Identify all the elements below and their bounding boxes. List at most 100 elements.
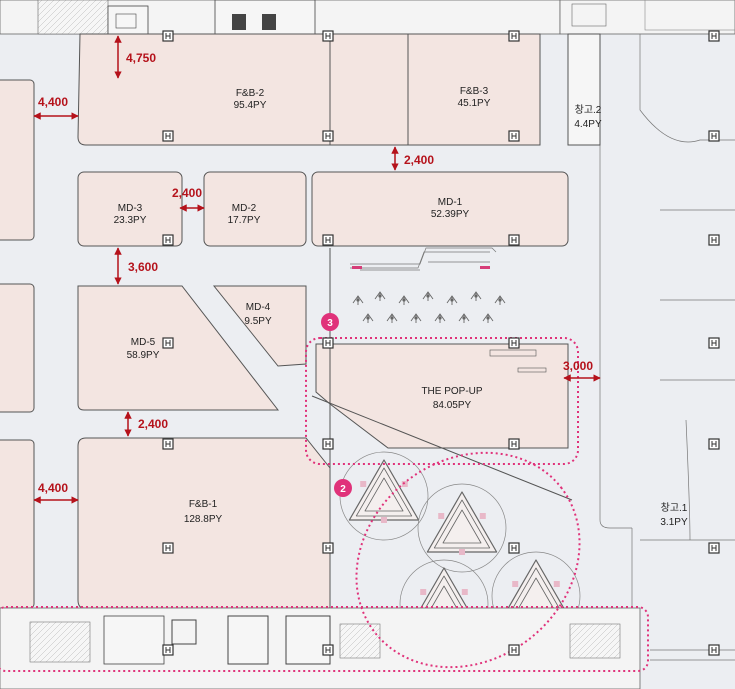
column-mark-glyph	[711, 133, 717, 139]
badge-popup-zone: 3	[321, 313, 339, 331]
dimension-markers: 4,750 4,400 2,400 2,400 3,600 3,000 2,40…	[33, 35, 601, 504]
seat-dot	[378, 294, 382, 298]
unit-fb2[interactable]: F&B-2 95.4PY	[77, 33, 331, 146]
unit-fb2-extension	[329, 33, 409, 146]
top-service-area	[0, 0, 735, 35]
dim-3600: 3,600	[128, 260, 158, 274]
seat-dot	[462, 316, 466, 320]
unit-storage1-area: 3.1PY	[660, 517, 688, 528]
seat-dot	[450, 298, 454, 302]
left-units	[0, 79, 35, 609]
unit-fb3[interactable]: F&B-3 45.1PY	[407, 33, 541, 146]
unit-md3-name: MD-3	[118, 203, 143, 214]
unit-fb1[interactable]: F&B-1 128.8PY	[77, 437, 331, 609]
unit-md1-area: 52.39PY	[431, 209, 470, 220]
kiosk-outline	[417, 483, 507, 573]
dim-4400-low: 4,400	[38, 481, 68, 495]
kiosk-ring	[442, 509, 482, 544]
column-mark-glyph	[711, 340, 717, 346]
seat-dot	[390, 316, 394, 320]
column-mark-glyph	[325, 237, 331, 243]
right-corridor	[599, 34, 735, 689]
column-mark-glyph	[711, 545, 717, 551]
kiosk-panel	[438, 513, 445, 519]
unit-md2-name: MD-2	[232, 203, 257, 214]
seat-dot	[402, 298, 406, 302]
unit-md4-area: 9.5PY	[244, 316, 272, 327]
seat-dot	[486, 316, 490, 320]
column-mark-glyph	[325, 545, 331, 551]
unit-md5-name: MD-5	[131, 337, 156, 348]
column-mark-glyph	[165, 340, 171, 346]
kiosk-panel	[512, 581, 519, 587]
column-mark-glyph	[511, 340, 517, 346]
unit-popup[interactable]: THE POP-UP 84.05PY	[315, 343, 569, 449]
column-mark-glyph	[165, 237, 171, 243]
unit-storage1-name: 창고.1	[661, 502, 688, 514]
kiosk-panel	[459, 549, 465, 555]
column-mark-glyph	[511, 647, 517, 653]
unit-md2-area: 17.7PY	[228, 215, 261, 226]
column-mark-glyph	[511, 237, 517, 243]
unit-fb1-name: F&B-1	[189, 499, 218, 510]
column-mark-glyph	[711, 441, 717, 447]
kiosk-panel	[420, 589, 427, 595]
column-mark-glyph	[511, 441, 517, 447]
column-mark-glyph	[165, 133, 171, 139]
column-mark-glyph	[711, 647, 717, 653]
kiosk-panel	[401, 481, 408, 487]
dim-4400-top: 4,400	[38, 95, 68, 109]
unit-storage2-name: 창고.2	[575, 104, 602, 116]
column-mark-glyph	[325, 647, 331, 653]
kiosk-panel	[479, 513, 486, 519]
column-mark-glyph	[325, 133, 331, 139]
dim-2400-low: 2,400	[138, 417, 168, 431]
structural-columns	[162, 30, 720, 656]
unit-popup-name: THE POP-UP	[421, 386, 482, 397]
unit-md2[interactable]: MD-2 17.7PY	[203, 171, 307, 247]
column-mark-glyph	[165, 33, 171, 39]
unit-fb3-name: F&B-3	[460, 86, 489, 97]
unit-md3[interactable]: MD-3 23.3PY	[77, 171, 183, 247]
diagonal-wall	[311, 395, 573, 501]
column-mark-glyph	[711, 33, 717, 39]
seat-dot	[356, 298, 360, 302]
seat-dot	[426, 294, 430, 298]
seating-cluster	[352, 291, 506, 323]
highlight-zones	[0, 337, 649, 672]
bottom-service-area	[0, 607, 735, 689]
escalator	[350, 247, 497, 271]
unit-storage2-area: 4.4PY	[574, 119, 602, 130]
badge-kiosk-zone: 2	[334, 479, 352, 497]
unit-md5-area: 58.9PY	[127, 350, 160, 361]
seat-dot	[498, 298, 502, 302]
unit-popup-area: 84.05PY	[433, 400, 472, 411]
kiosk-panel	[381, 517, 387, 523]
unit-storage2[interactable]: 창고.2 4.4PY	[567, 33, 602, 146]
column-mark-glyph	[165, 545, 171, 551]
unit-fb1-area: 128.8PY	[184, 514, 223, 525]
kiosk-ring	[433, 499, 491, 549]
unit-md1[interactable]: MD-1 52.39PY	[311, 171, 569, 247]
column-mark-glyph	[165, 647, 171, 653]
kiosk-panel	[360, 481, 367, 487]
column-mark-glyph	[511, 33, 517, 39]
unit-md5[interactable]: MD-5 58.9PY	[77, 285, 280, 411]
kiosk-ring	[355, 467, 413, 517]
column-mark-glyph	[511, 545, 517, 551]
unit-fb2-area: 95.4PY	[234, 100, 267, 111]
column-mark-glyph	[325, 340, 331, 346]
dim-2400-md: 2,400	[172, 186, 202, 200]
unit-fb2-name: F&B-2	[236, 88, 265, 99]
unit-storage1[interactable]: 창고.1 3.1PY	[660, 502, 688, 528]
unit-md4[interactable]: MD-4 9.5PY	[212, 285, 307, 367]
unit-md1-name: MD-1	[438, 197, 463, 208]
column-mark-glyph	[511, 133, 517, 139]
dim-3000: 3,000	[563, 359, 593, 373]
seat-dot	[438, 316, 442, 320]
seat-dot	[474, 294, 478, 298]
kiosk-panel	[461, 589, 468, 595]
unit-md4-name: MD-4	[246, 302, 271, 313]
svg-text:3: 3	[327, 318, 333, 329]
